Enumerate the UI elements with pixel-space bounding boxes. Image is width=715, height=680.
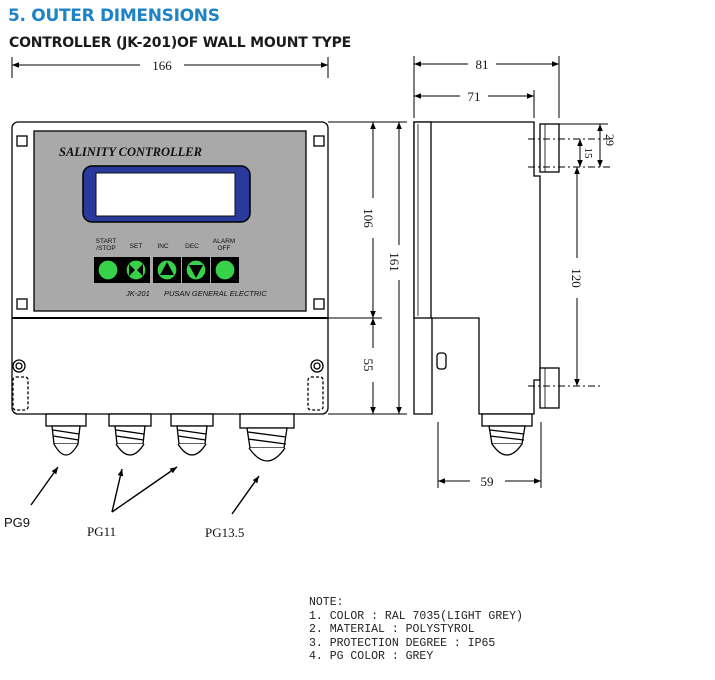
side-view (413, 121, 560, 456)
dim-bracket-span: 120 (569, 268, 584, 288)
notes-title: NOTE: (309, 596, 344, 609)
button-start-stop[interactable] (94, 257, 122, 283)
model-label: JK-201 (125, 289, 150, 298)
button-label: ALARM (213, 238, 235, 245)
gland-label-pg11: PG11 (87, 524, 116, 539)
button-label: OFF (218, 245, 231, 252)
button-label: INC (157, 243, 169, 250)
dim-width: 166 (152, 58, 172, 73)
side-dimensions (413, 56, 610, 488)
maker-label: PUSAN GENERAL ELECTRIC (164, 289, 267, 298)
button-inc[interactable] (153, 257, 181, 283)
note-item: 4. PG COLOR : GREY (309, 650, 434, 664)
down-triangle-icon (189, 265, 203, 278)
up-triangle-icon (160, 262, 174, 275)
panel-title: SALINITY CONTROLLER (59, 145, 202, 159)
double-triangle-icon (129, 264, 143, 276)
button-alarm-off[interactable] (211, 257, 239, 283)
dim-bracket-top: 29 (603, 134, 617, 146)
button-set[interactable] (122, 257, 150, 283)
button-dec[interactable] (182, 257, 210, 283)
screw-icon (16, 298, 28, 310)
side-bracket-bottom (539, 367, 560, 409)
screw-icon (313, 135, 325, 147)
button-label: DEC (185, 243, 199, 250)
button-label: START (96, 238, 117, 245)
dim-total-height: 161 (387, 252, 402, 272)
note-item: 3. PROTECTION DEGREE : IP65 (309, 636, 496, 650)
screw-icon (313, 298, 325, 310)
notes-block: NOTE: 1. COLOR : RAL 7035(LIGHT GREY) 2.… (309, 596, 523, 664)
dim-bottom-height: 55 (361, 359, 376, 372)
knockout-slot (12, 376, 29, 411)
button-label: /STOP (96, 245, 115, 252)
dim-depth-inner: 71 (468, 89, 481, 104)
side-body (413, 121, 541, 415)
front-view (11, 121, 329, 515)
dim-lower-depth: 59 (481, 474, 494, 489)
section-subtitle: CONTROLLER (JK-201)OF WALL MOUNT TYPE (9, 35, 352, 51)
dim-depth: 81 (476, 57, 489, 72)
note-item: 2. MATERIAL : POLYSTYROL (309, 623, 475, 637)
dim-panel-height: 106 (361, 208, 376, 228)
screw-icon (16, 135, 28, 147)
dim-bracket-hole: 15 (582, 148, 594, 160)
side-bracket-top (539, 123, 560, 173)
knockout-slot (307, 376, 324, 411)
side-front-edge (413, 121, 432, 319)
front-dimensions (11, 57, 407, 415)
side-latch (436, 352, 447, 370)
cable-gland-pg9 (45, 413, 87, 456)
mount-hole-icon (313, 362, 321, 370)
cable-gland-pg11 (108, 413, 152, 456)
cable-gland-pg13-5 (239, 413, 295, 462)
section-title: 5. OUTER DIMENSIONS (8, 6, 220, 26)
gland-label-pg9: PG9 (4, 515, 30, 530)
note-item: 1. COLOR : RAL 7035(LIGHT GREY) (309, 609, 523, 623)
button-label: SET (130, 243, 143, 250)
cable-gland-pg11 (170, 413, 214, 456)
mount-hole-icon (15, 362, 23, 370)
lcd-screen (95, 172, 236, 217)
gland-label-pg13-5: PG13.5 (205, 525, 244, 540)
